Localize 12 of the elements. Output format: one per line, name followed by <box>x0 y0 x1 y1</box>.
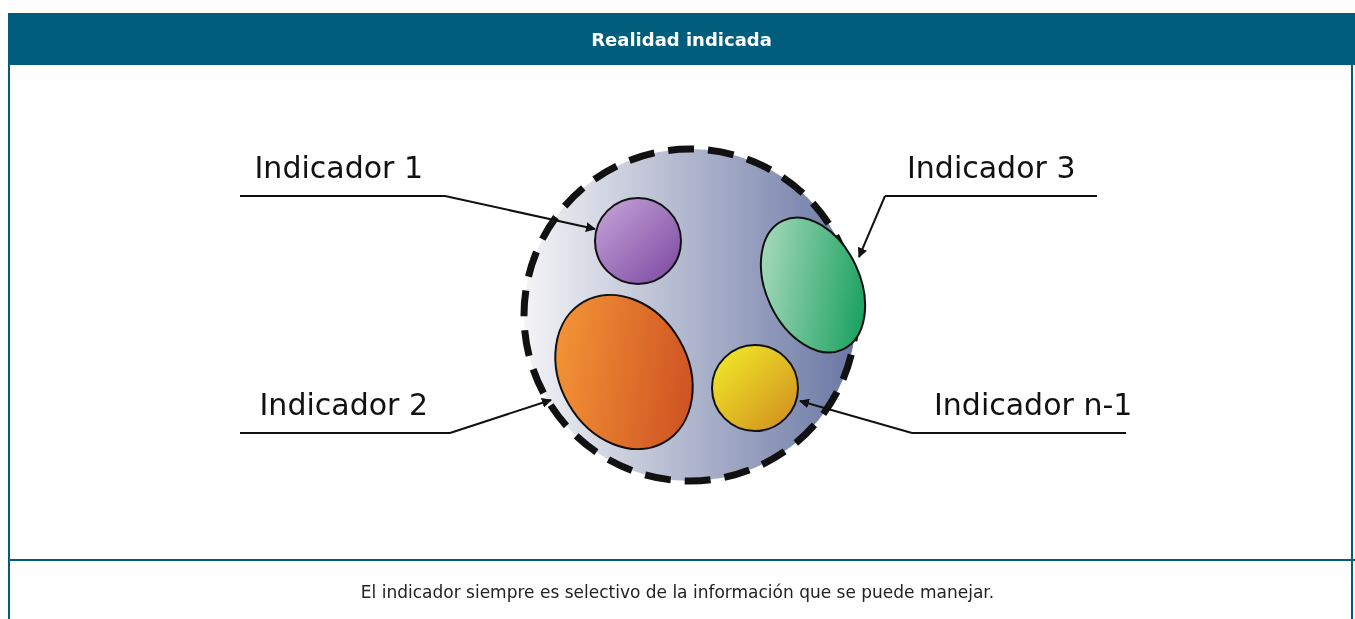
oval <box>760 217 866 353</box>
circle <box>711 344 799 432</box>
title-bar: Realidad indicada <box>8 13 1355 65</box>
label: Indicador 2 <box>240 387 450 434</box>
leader-arrow <box>857 195 886 258</box>
label: Indicador 1 <box>240 150 445 197</box>
oval <box>554 294 694 450</box>
label: Indicador 3 <box>885 150 1097 197</box>
leader-arrow <box>444 195 596 232</box>
caption: El indicador siempre es selectivo de la información que se puede manejar. <box>359 582 996 602</box>
leader-arrow <box>799 398 913 434</box>
circle <box>594 197 682 285</box>
